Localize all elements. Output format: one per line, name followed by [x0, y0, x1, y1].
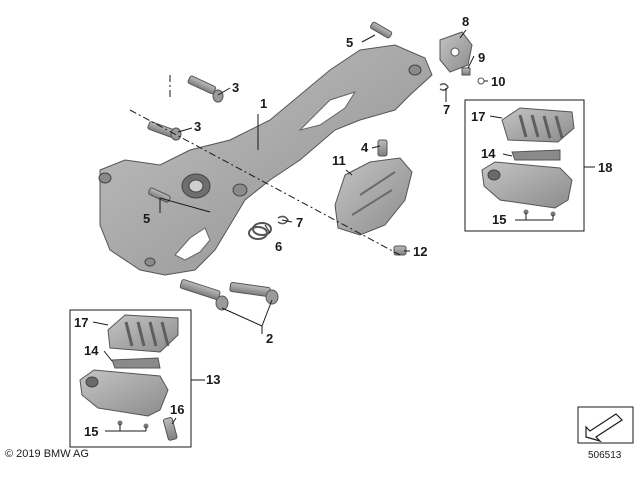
footrest-carrier: [98, 44, 433, 276]
arrow-icon: [585, 413, 623, 443]
callout-9: 9: [478, 50, 485, 65]
screws-15-right: [523, 209, 556, 217]
footrest-base-right: [481, 161, 573, 209]
footrest-rubber-right: [501, 107, 575, 143]
callout-3-upper: 3: [232, 80, 239, 95]
callout-3-lower: 3: [194, 119, 201, 134]
callout-16: 16: [170, 402, 184, 417]
callout-8: 8: [462, 14, 469, 29]
bolt-left-5: [148, 187, 171, 203]
screw-4: [377, 139, 388, 157]
callout-13: 13: [206, 372, 220, 387]
callout-6: 6: [275, 239, 282, 254]
footrest-rubber-left: [107, 314, 179, 353]
callout-15-left: 15: [84, 424, 98, 439]
direction-arrow-box: [577, 406, 634, 444]
bolt-upper: [187, 75, 224, 103]
spring-6: [248, 222, 272, 240]
washer-10: [477, 77, 485, 85]
bracket-8: [439, 31, 473, 73]
bolt-pair-2: [179, 279, 279, 311]
frame-18: [464, 99, 585, 232]
callout-10: 10: [491, 74, 505, 89]
callout-12: 12: [413, 244, 427, 259]
callout-17-right: 17: [471, 109, 485, 124]
callout-17-left: 17: [74, 315, 88, 330]
clip-7-top: [439, 83, 449, 91]
screws-15-left: [117, 420, 149, 429]
leader-lines: [92, 29, 595, 432]
plate-left: [111, 357, 161, 369]
callout-4: 4: [361, 140, 369, 155]
screw-9: [461, 67, 471, 76]
bolt-lower: [147, 121, 182, 141]
callout-14-right: 14: [481, 146, 496, 161]
bolt-top-5: [370, 21, 393, 39]
copyright-text: © 2019 BMW AG: [5, 448, 89, 460]
footrest-base-left: [79, 369, 169, 417]
callout-7-top: 7: [443, 102, 450, 117]
callout-5-left: 5: [143, 211, 150, 226]
callout-18: 18: [598, 160, 612, 175]
callout-5-top: 5: [346, 35, 353, 50]
bolt-16: [162, 417, 178, 441]
clip-7-middle: [277, 215, 289, 225]
callout-15-right: 15: [492, 212, 506, 227]
frame-13: [69, 309, 192, 448]
callout-1: 1: [260, 96, 267, 111]
document-number: 506513: [588, 450, 622, 461]
callout-14-left: 14: [84, 343, 99, 358]
callout-7-middle: 7: [296, 215, 303, 230]
callout-labels: 1 2 3 3 4 5 5 6 7 7 8 9 10 11 12 13 14 1…: [74, 14, 612, 439]
heel-guard-11: [334, 157, 413, 236]
axis-line: [129, 109, 401, 256]
plate-right: [511, 149, 561, 161]
callout-2: 2: [266, 331, 273, 346]
callout-11: 11: [332, 153, 346, 168]
